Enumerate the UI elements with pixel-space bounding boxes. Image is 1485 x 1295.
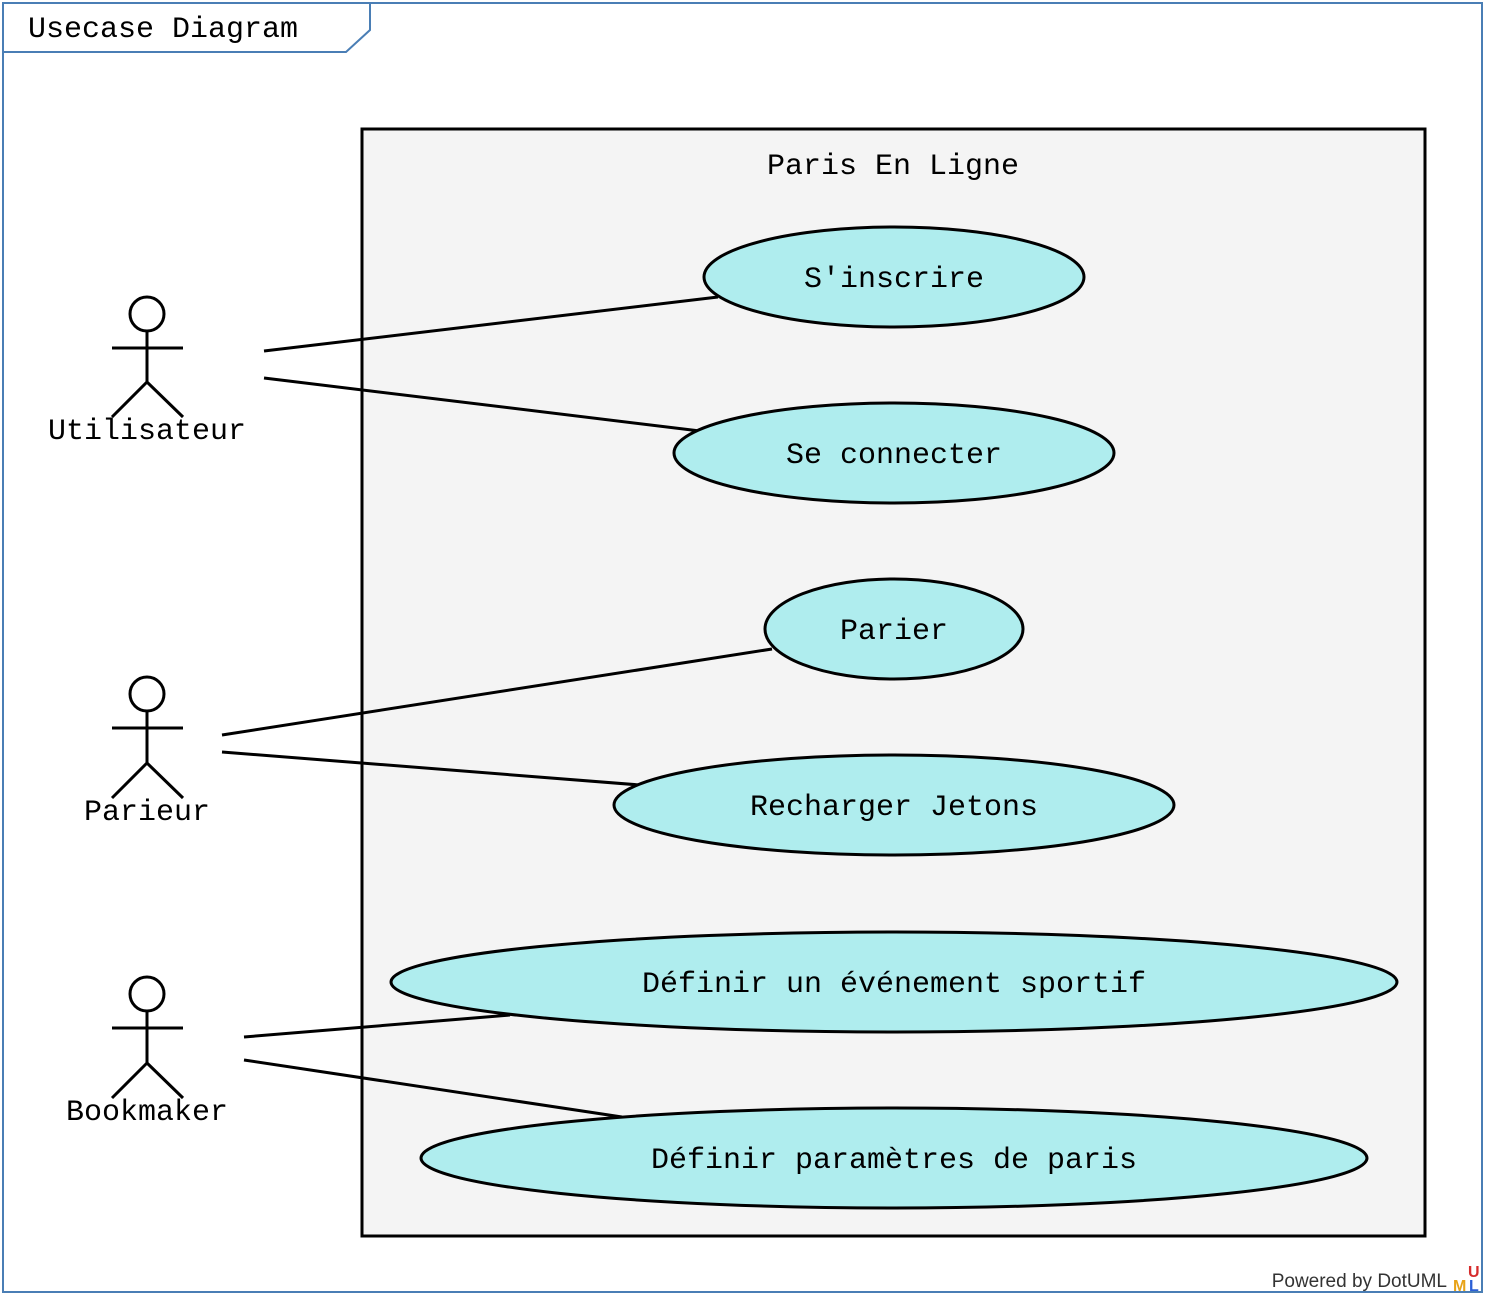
system-title: Paris En Ligne <box>767 150 1019 184</box>
svg-text:M: M <box>1453 1278 1466 1295</box>
association-utilisateur-s-inscrire <box>263 295 719 353</box>
actor-utilisateur[interactable]: Utilisateur <box>48 295 246 449</box>
associations <box>221 295 773 1119</box>
frame-title: Usecase Diagram <box>28 13 298 47</box>
footer-powered-by: Powered by DotUML <box>1272 1271 1447 1292</box>
footer: Powered by DotUML U M L <box>1272 1264 1480 1295</box>
usecase-label: Recharger Jetons <box>750 791 1038 825</box>
stick-figure-icon <box>110 675 185 800</box>
svg-text:L: L <box>1469 1278 1479 1295</box>
usecases: S'inscrire Se connecter Parier Recharger… <box>389 225 1399 1210</box>
usecase-label: Se connecter <box>786 439 1002 473</box>
usecase-label: S'inscrire <box>804 263 984 297</box>
stick-figure-icon <box>110 975 185 1100</box>
actor-parieur[interactable]: Parieur <box>84 675 210 830</box>
frame-title-tab: Usecase Diagram <box>2 2 371 53</box>
actor-label: Bookmaker <box>66 1096 228 1130</box>
svg-text:U: U <box>1468 1264 1480 1281</box>
usecase-label: Définir un événement sportif <box>642 968 1146 1002</box>
actor-label: Utilisateur <box>48 415 246 449</box>
dotuml-logo-icon: U M L <box>1453 1264 1480 1295</box>
stick-figure-icon <box>110 295 185 419</box>
association-parieur-recharger-jetons <box>221 750 641 787</box>
association-bookmaker-definir-parametres <box>243 1058 623 1119</box>
usecase-se-connecter[interactable]: Se connecter <box>672 401 1116 505</box>
usecase-label: Définir paramètres de paris <box>651 1144 1137 1178</box>
association-parieur-parier <box>221 647 773 737</box>
usecase-parier[interactable]: Parier <box>763 577 1025 681</box>
usecase-recharger-jetons[interactable]: Recharger Jetons <box>612 753 1176 857</box>
usecase-definir-parametres[interactable]: Définir paramètres de paris <box>419 1106 1369 1210</box>
association-bookmaker-definir-evenement <box>243 1013 511 1039</box>
usecase-s-inscrire[interactable]: S'inscrire <box>702 225 1086 329</box>
usecase-label: Parier <box>840 615 948 649</box>
association-utilisateur-se-connecter <box>263 376 701 433</box>
actors: Utilisateur Parieur Bookmaker <box>48 295 246 1130</box>
actor-label: Parieur <box>84 796 210 830</box>
usecase-definir-evenement[interactable]: Définir un événement sportif <box>389 930 1399 1034</box>
actor-bookmaker[interactable]: Bookmaker <box>66 975 228 1130</box>
